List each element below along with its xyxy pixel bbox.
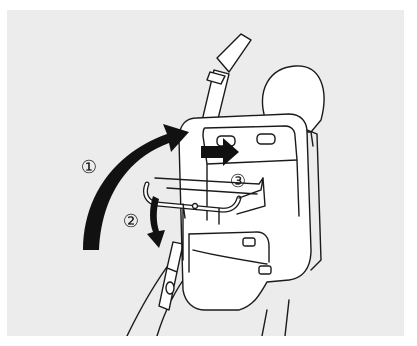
step-1-label: ① [79,158,99,178]
step-3-label: ③ [228,172,248,192]
illustration-panel: ① ② ③ [7,10,404,336]
seat-fold-diagram [7,10,404,336]
seat-back-icon [179,114,321,310]
step-2-label: ② [121,212,141,232]
